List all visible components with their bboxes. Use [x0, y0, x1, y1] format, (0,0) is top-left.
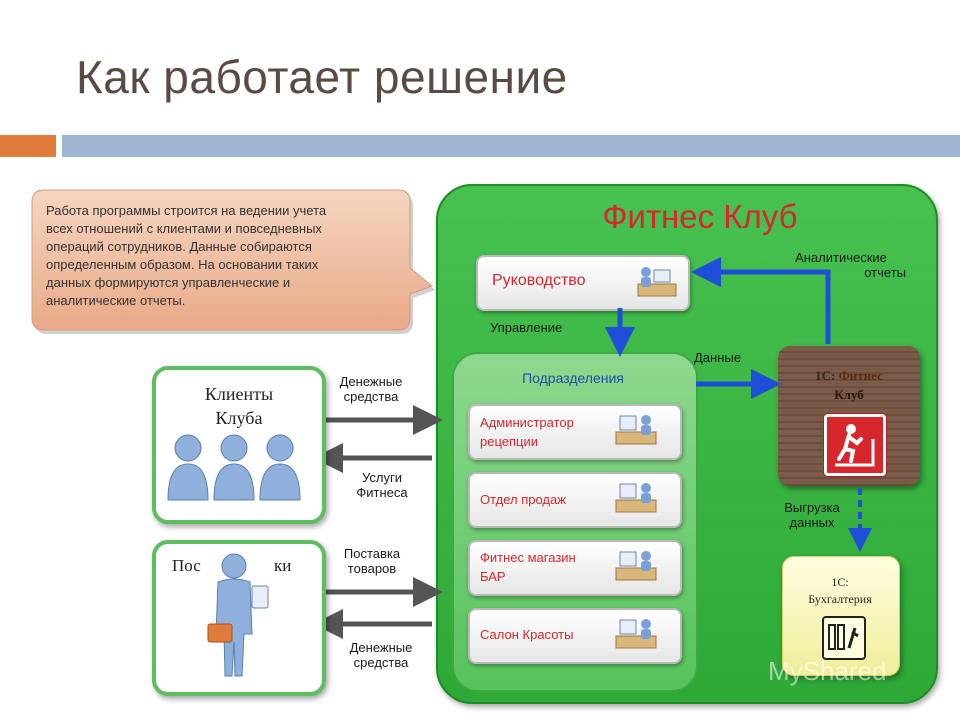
- office-worker-icon: [615, 415, 657, 445]
- callout-line: определенным образом. На основании таких: [46, 257, 319, 272]
- goods-supply-line: Поставка: [343, 546, 401, 561]
- fitness-1c-line: Клуб: [834, 387, 864, 402]
- fitness-1c-line: Фитнес: [838, 368, 883, 383]
- subdivisions-title: Подразделения: [522, 370, 624, 386]
- suppliers-label-right: ки: [274, 556, 292, 575]
- fitness-1c-prefix: 1С:: [815, 368, 836, 383]
- management-card: [476, 255, 690, 311]
- department-label-line: БАР: [480, 569, 506, 584]
- clients-label-line: Клиенты: [204, 384, 274, 404]
- supplier-money-line: средства: [353, 655, 409, 670]
- reports-label-line: Аналитические: [795, 250, 887, 265]
- department-label-line: Администратор: [480, 415, 574, 430]
- department-label-line: рецепции: [480, 434, 538, 449]
- clients-label-line: Клуба: [215, 408, 263, 428]
- clients-money-line: средства: [343, 389, 399, 404]
- department-label: Отдел продаж: [480, 490, 600, 509]
- management-label: Руководство: [492, 272, 586, 289]
- callout-line: аналитические отчеты.: [46, 293, 186, 308]
- goods-supply-line: товаров: [347, 561, 397, 576]
- callout-text: Работа программы строится на ведении уче…: [46, 202, 406, 310]
- goods-supply-label: Поставка товаров: [330, 546, 414, 576]
- fitness-services-line: Услуги: [362, 470, 402, 485]
- department-label-line: Отдел продаж: [480, 492, 566, 507]
- fitness-1c-label: 1С: Фитнес Клуб: [790, 366, 908, 404]
- suppliers-label-left: Пос: [172, 556, 201, 575]
- reports-arrow-label: Аналитические отчеты: [776, 250, 906, 280]
- clients-money-line: Денежные: [339, 374, 403, 389]
- fitness-services-line: Фитнеса: [356, 485, 408, 500]
- export-arrow-label: Выгрузка данных: [764, 500, 860, 530]
- department-label: Фитнес магазин БАР: [480, 548, 600, 586]
- callout-line: Работа программы строится на ведении уче…: [46, 203, 327, 218]
- export-label-line: данных: [789, 515, 835, 530]
- callout-bubble: [31, 189, 435, 334]
- fitness-services-label: Услуги Фитнеса: [340, 470, 424, 500]
- ledger-icon: [822, 616, 866, 660]
- fitness-club-title: Фитнес Клуб: [602, 198, 798, 235]
- header-accent-bar: [0, 135, 56, 157]
- office-worker-icon: [615, 483, 657, 513]
- accounting-1c-line: Бухгалтерия: [808, 592, 872, 606]
- management-arrow-label: Управление: [490, 320, 563, 335]
- page-title: Как работает решение: [76, 51, 568, 103]
- reports-label-line: отчеты: [864, 265, 906, 280]
- accounting-1c-label: 1С: Бухгалтерия: [782, 574, 898, 608]
- callout-line: всех отношений с клиентами и повседневны…: [46, 221, 322, 236]
- office-worker-icon: [637, 267, 677, 297]
- data-arrow-label: Данные: [694, 350, 741, 365]
- department-label: Администратор рецепции: [480, 413, 600, 451]
- supplier-person-icon: [207, 553, 269, 677]
- supplier-money-line: Денежные: [349, 640, 413, 655]
- export-label-line: Выгрузка: [784, 500, 840, 515]
- department-label: Салон Красоты: [480, 625, 600, 644]
- office-worker-icon: [615, 551, 657, 581]
- office-worker-icon: [615, 619, 657, 649]
- watermark: MyShared: [768, 656, 887, 686]
- department-label-line: Фитнес магазин: [480, 550, 576, 565]
- accounting-1c-line: 1С:: [831, 575, 849, 589]
- clients-label: Клиенты Клуба: [152, 382, 326, 430]
- clients-money-label: Денежные средства: [326, 374, 416, 404]
- people-group-icon: [167, 434, 301, 501]
- treadmill-icon: [824, 414, 886, 476]
- supplier-money-label: Денежные средства: [336, 640, 426, 670]
- header-bar: [62, 135, 960, 157]
- department-label-line: Салон Красоты: [480, 627, 574, 642]
- callout-line: данных формируются управленческие и: [46, 275, 291, 290]
- callout-line: операций сотрудников. Данные собираются: [46, 239, 312, 254]
